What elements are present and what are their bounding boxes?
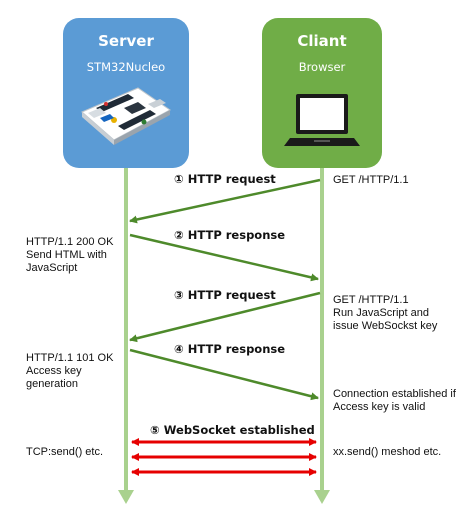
client-box: Cliant Browser (262, 18, 382, 168)
message-label-4: ④ HTTP response (174, 342, 286, 356)
server-note-1: HTTP/1.1 200 OK Send HTML with JavaScrip… (26, 236, 114, 274)
message-label-3: ③ HTTP request (174, 288, 276, 302)
message-arrow-3 (129, 291, 321, 343)
server-box: Server STM32Nucleo (63, 18, 189, 168)
message-arrow-4 (129, 348, 319, 401)
client-note-2: GET /HTTP/1.1 Run JavaScript and issue W… (333, 294, 438, 332)
dev-board-icon (81, 87, 171, 145)
server-lifeline-arrowhead (118, 490, 134, 504)
server-note-3: TCP:send() etc. (26, 446, 104, 458)
websocket-label: ⑤ WebSocket established (150, 423, 315, 437)
client-note-3: Connection established if Access key is … (333, 388, 456, 413)
message-label-2: ② HTTP response (174, 228, 286, 242)
message-arrow-2 (129, 233, 319, 282)
server-subtitle: STM32Nucleo (86, 60, 166, 74)
client-title: Cliant (297, 32, 347, 50)
message-label-1: ① HTTP request (174, 172, 276, 186)
client-subtitle: Browser (298, 60, 346, 74)
server-title: Server (98, 32, 154, 50)
laptop-icon (284, 94, 360, 146)
client-lifeline-arrowhead (314, 490, 330, 504)
client-note-4: xx.send() meshod etc. (333, 446, 442, 458)
client-note-1: GET /HTTP/1.1 (333, 174, 409, 186)
server-note-2: HTTP/1.1 101 OK Access key generation (26, 352, 114, 390)
message-arrow-1 (129, 178, 321, 224)
